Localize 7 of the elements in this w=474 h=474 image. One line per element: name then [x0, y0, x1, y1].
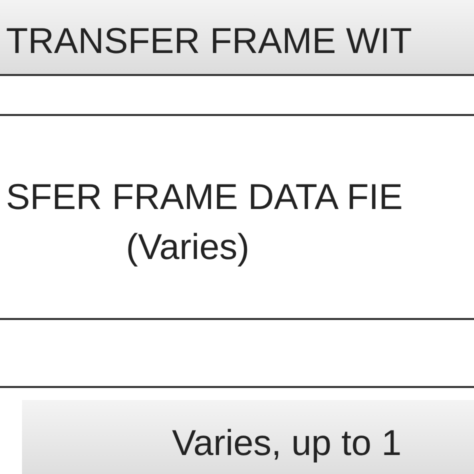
- field-title: SFER FRAME DATA FIE: [6, 176, 403, 218]
- frame-title: TRANSFER FRAME WIT: [6, 20, 412, 62]
- frame-field-box: [22, 400, 474, 474]
- frame-field-box: [0, 0, 474, 76]
- frame-field-box: [0, 114, 474, 320]
- field-size: (Varies): [126, 226, 250, 268]
- length-text: Varies, up to 1: [172, 422, 402, 464]
